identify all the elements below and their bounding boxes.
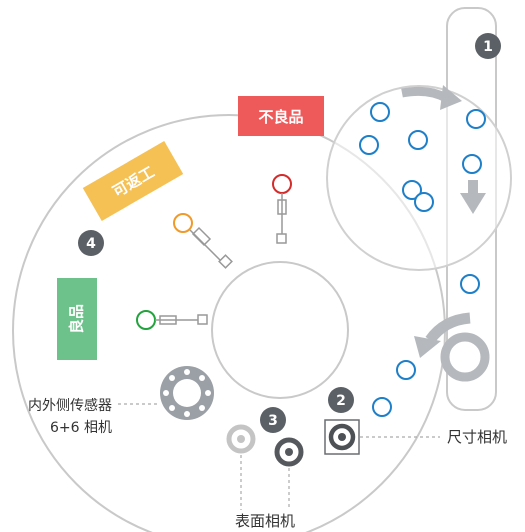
- dimension-camera-label: 尺寸相机: [447, 428, 507, 446]
- sensor-label-line2: 6+6 相机: [50, 420, 112, 436]
- step-badge-3: 3: [260, 407, 286, 433]
- down-arrow-shaft-icon: [468, 180, 478, 194]
- part-ring: [402, 180, 422, 200]
- parts: [359, 102, 486, 417]
- nozzle-icon: [276, 233, 287, 244]
- part-ring: [462, 154, 482, 174]
- good-tag-label: 良品: [68, 304, 86, 334]
- sensor-label-line1: 内外侧传感器: [28, 397, 112, 414]
- transfer-wheel-icon: [440, 332, 490, 382]
- turntable-inner-hub: [211, 261, 349, 399]
- svg-text:2: 2: [336, 393, 346, 409]
- svg-text:4: 4: [86, 236, 96, 252]
- step-badge-1: 1: [475, 33, 501, 59]
- svg-text:1: 1: [483, 39, 493, 55]
- part-ring: [370, 102, 390, 122]
- nozzle-icon: [218, 254, 233, 269]
- orange-marker-icon: [173, 213, 193, 233]
- red-marker-icon: [272, 174, 292, 194]
- dimension-camera-icon: [324, 419, 360, 455]
- infeed-zoom-circle: [326, 85, 512, 271]
- ejector-good: [136, 310, 208, 330]
- inner-outer-sensor-icon: [160, 366, 214, 420]
- svg-text:3: 3: [268, 413, 278, 429]
- rotation-arrow-head-icon: [440, 85, 462, 110]
- part-ring: [372, 397, 392, 417]
- step-badge-4: 4: [78, 230, 104, 256]
- defective-tag-label: 不良品: [258, 108, 303, 126]
- down-arrow-icon: [460, 193, 486, 214]
- part-ring: [396, 360, 416, 380]
- surface-camera-label: 表面相机: [235, 512, 295, 530]
- part-ring: [466, 109, 486, 129]
- green-marker-icon: [136, 310, 156, 330]
- defective-tag: 不良品: [238, 96, 324, 136]
- part-ring: [359, 135, 379, 155]
- transfer-arrow-icon: [425, 312, 471, 344]
- part-ring: [460, 274, 480, 294]
- step-badge-2: 2: [328, 387, 354, 413]
- ejector-reworkable: [173, 213, 233, 269]
- transfer-arrow-head-icon: [414, 336, 441, 358]
- good-tag: 良品: [57, 278, 97, 360]
- ejector-defective: [272, 174, 292, 244]
- part-ring: [414, 192, 434, 212]
- nozzle-icon: [197, 314, 208, 325]
- surface-camera-1-icon: [226, 424, 256, 454]
- reworkable-tag: 可返工: [82, 141, 184, 221]
- part-ring: [408, 130, 428, 150]
- surface-camera-2-icon: [274, 437, 304, 467]
